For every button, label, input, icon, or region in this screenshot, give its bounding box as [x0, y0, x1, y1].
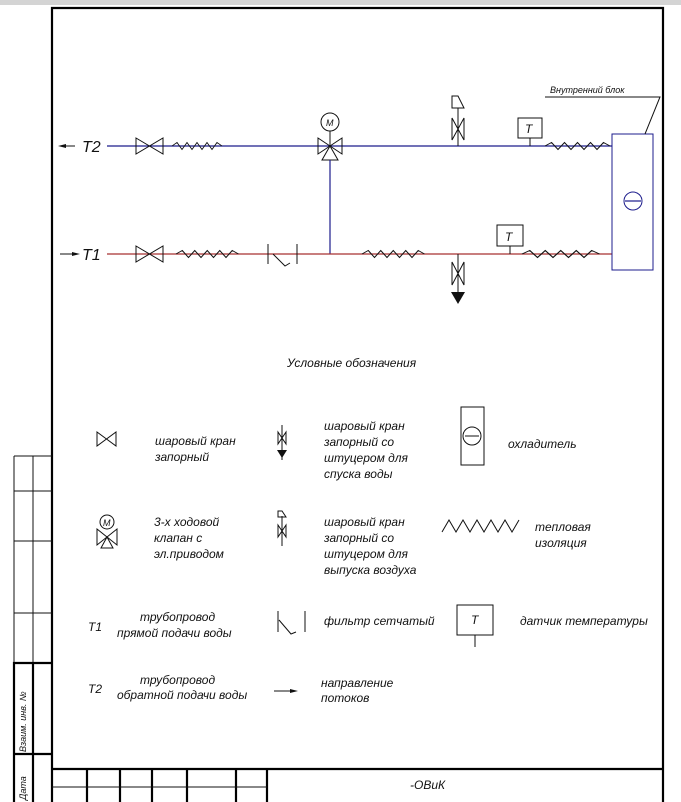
temperature-sensor-t2: T: [517, 117, 543, 146]
return-pipe-t2: T2 M T: [58, 95, 612, 254]
legend-air-valve-icon: [277, 510, 287, 546]
supply-pipe-t1: T1 T: [60, 224, 612, 304]
legend-cooler-icon: [460, 406, 485, 466]
legend-flow-arrow-icon: [274, 689, 298, 693]
legend-text: направление: [321, 676, 394, 690]
legend-text: спуска воды: [324, 467, 393, 481]
legend-title: Условные обозначения: [286, 356, 417, 370]
t2-label: T2: [82, 139, 101, 156]
legend-text: тепловая: [535, 520, 591, 534]
indoor-unit: Внутренний блок: [545, 85, 661, 271]
side-stamp: Взаим. инв. № Дата: [12, 455, 52, 802]
motor-label: M: [326, 118, 334, 128]
legend-text: трубопровод: [140, 610, 215, 624]
legend-text: T2: [88, 682, 102, 696]
legend-text: 3-х ходовой: [154, 515, 220, 529]
legend-ball-valve-icon: [96, 431, 117, 447]
motor-label: M: [103, 518, 111, 528]
sensor-label: T: [471, 613, 480, 627]
legend-text: трубопровод: [140, 673, 215, 687]
legend-insulation-icon: [441, 519, 520, 533]
ball-valve-icon: [135, 137, 164, 155]
legend: Условные обозначения шаровый кран запорн…: [88, 356, 648, 705]
legend-three-way-valve-icon: M: [96, 514, 118, 549]
legend-text: штуцером для: [324, 451, 409, 465]
legend-text: прямой подачи воды: [117, 626, 232, 640]
drain-valve-icon: [451, 254, 465, 304]
legend-text: T1: [88, 620, 102, 634]
legend-text: запорный со: [323, 531, 394, 545]
drawing-code: -ОВиК: [410, 778, 446, 792]
indoor-unit-label: Внутренний блок: [550, 85, 625, 95]
t1-label: T1: [82, 247, 101, 264]
legend-text: запорный со: [323, 435, 394, 449]
legend-text: выпуска воздуха: [324, 563, 417, 577]
sheet-frame: [50, 6, 665, 802]
date-label: Дата: [18, 776, 28, 801]
title-block: -ОВиК: [52, 769, 446, 802]
legend-text: шаровый кран: [324, 515, 405, 529]
legend-text: штуцером для: [324, 547, 409, 561]
legend-text: клапан с: [154, 531, 202, 545]
legend-text: датчик температуры: [520, 614, 648, 628]
legend-filter-icon: [277, 611, 306, 635]
legend-text: обратной подачи воды: [117, 688, 247, 702]
air-vent-valve-icon: [451, 95, 465, 146]
ball-valve-icon: [135, 245, 164, 263]
legend-text: запорный: [154, 450, 209, 464]
ref-inv-label: Взаим. инв. №: [18, 691, 28, 752]
legend-text: шаровый кран: [324, 419, 405, 433]
sensor-label: T: [505, 230, 514, 244]
sensor-label: T: [525, 122, 534, 136]
legend-text: охладитель: [508, 437, 577, 451]
strainer-filter-icon: [267, 244, 298, 267]
legend-temperature-sensor-icon: T: [456, 604, 494, 647]
legend-text: шаровый кран: [155, 434, 236, 448]
legend-drain-valve-icon: [277, 425, 287, 460]
legend-text: изоляция: [535, 536, 587, 550]
window-top-strip: [0, 0, 681, 5]
temperature-sensor-t1: T: [496, 224, 524, 254]
legend-text: эл.приводом: [154, 547, 224, 561]
three-way-valve-icon: M: [317, 112, 343, 161]
legend-text: потоков: [321, 691, 369, 705]
legend-text: фильтр сетчатый: [324, 614, 435, 628]
